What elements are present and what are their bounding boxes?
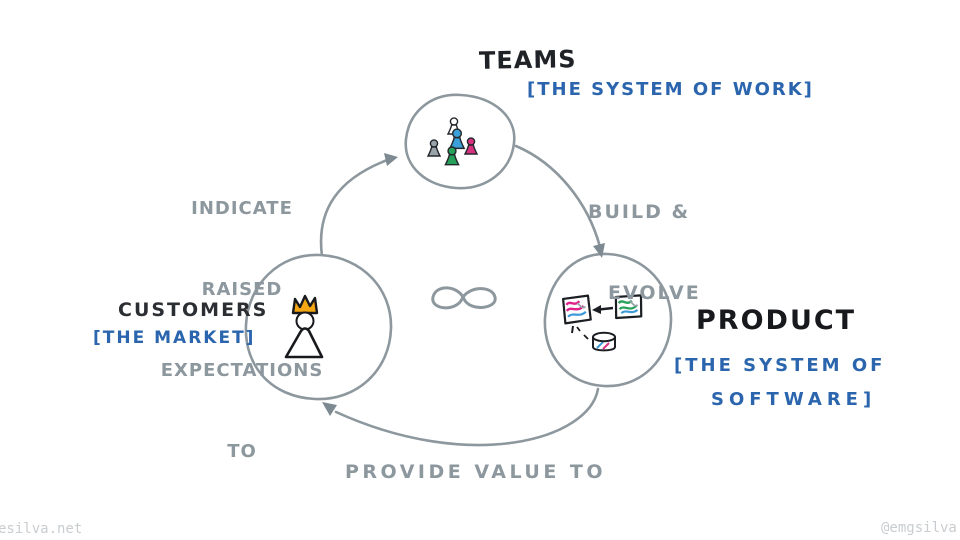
teams-title: TEAMS (478, 45, 577, 75)
arrow-product-to-customers (334, 387, 600, 447)
product-subtitle-line1: [THE SYSTEM OF (674, 355, 886, 376)
edge-label-build-line1: BUILD & (588, 201, 691, 223)
pawn-green-icon (444, 146, 460, 166)
screen-left-stand (571, 325, 574, 334)
edge-label-build-line2: EVOLVE (608, 282, 701, 304)
edge-label-build-evolve: BUILD & EVOLVE (588, 145, 701, 361)
edge-label-provide-value: PROVIDE VALUE TO (345, 461, 607, 483)
infinity-icon (431, 286, 497, 310)
screen-left-icon (562, 294, 592, 325)
customers-subtitle: [THE MARKET] (93, 328, 256, 348)
database-icon (592, 331, 616, 352)
king-body (284, 327, 324, 359)
footer-site-handle: esilva.net (0, 521, 83, 537)
pawn-blue-icon (448, 128, 466, 150)
crown-icon (291, 294, 319, 315)
dashed-connector (576, 326, 589, 340)
screen-right-icon (614, 294, 643, 320)
pawn-magenta-icon (463, 137, 479, 155)
arrowhead-product-to-customers (322, 402, 337, 416)
product-screens-icon (562, 294, 643, 352)
edge-label-indicate-line4: TO (227, 441, 257, 462)
deploy-arrowhead (592, 305, 601, 314)
arrow-teams-to-product (514, 144, 602, 249)
product-circle (543, 252, 673, 388)
team-members-icon (426, 117, 479, 166)
arrowhead-customers-to-teams (384, 153, 398, 166)
deploy-arrow-line (598, 306, 614, 311)
footer-twitter-handle: @emgsilva (881, 520, 957, 536)
edge-label-indicate-line1: INDICATE (191, 198, 293, 219)
product-title: PRODUCT (696, 305, 857, 336)
customers-circle (244, 253, 393, 401)
edge-label-indicate-line2: RAISED (201, 279, 283, 300)
pawn-gray-icon (426, 139, 442, 157)
teams-subtitle: [THE SYSTEM OF WORK] (527, 79, 814, 100)
customers-title: CUSTOMERS (118, 299, 269, 321)
customer-king-icon (284, 294, 324, 359)
arrow-customers-to-teams (319, 157, 392, 258)
edge-label-indicate-line3: EXPECTATIONS (160, 360, 324, 381)
product-subtitle-line2: SOFTWARE] (711, 389, 877, 410)
edge-label-indicate-expectations: INDICATE RAISED EXPECTATIONS TO (128, 141, 356, 519)
arrowhead-teams-to-product (593, 243, 605, 258)
